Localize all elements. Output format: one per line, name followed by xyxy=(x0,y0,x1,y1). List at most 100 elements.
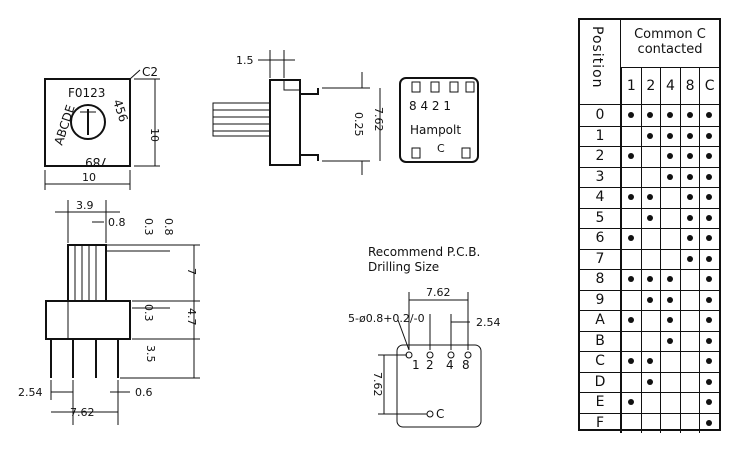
contact-dot xyxy=(667,153,673,160)
dial-body-outline xyxy=(44,78,131,167)
column-header-2: 2 xyxy=(640,68,661,105)
contact-dot xyxy=(706,112,713,119)
contact-dot xyxy=(686,112,693,119)
position-label-7: 7 xyxy=(580,248,621,269)
front-pin-width-dim: 0.6 xyxy=(135,386,153,399)
contact-dot xyxy=(647,194,654,201)
back-bit-labels: 8 4 2 1 xyxy=(409,99,451,113)
row-divider xyxy=(580,330,719,332)
position-label-d: D xyxy=(580,371,621,392)
contact-dot xyxy=(647,214,654,221)
contact-dot xyxy=(686,214,693,221)
contact-dot xyxy=(667,276,673,283)
side-height-dim: 7.62 xyxy=(372,107,385,132)
dial-chars-bottom: 789 xyxy=(85,155,108,169)
contact-dot xyxy=(706,194,713,201)
pcb-pin-label: 2 xyxy=(426,358,434,372)
contact-dot xyxy=(627,358,634,365)
contact-dot xyxy=(706,296,713,303)
row-divider xyxy=(580,187,719,188)
contact-dot xyxy=(627,399,634,406)
position-label-4: 4 xyxy=(580,187,621,208)
dial-width-dim: 10 xyxy=(82,171,96,184)
contact-dot xyxy=(706,317,713,324)
back-pin xyxy=(461,147,471,159)
row-divider xyxy=(580,166,719,168)
front-shaft-height-dim: 7 xyxy=(185,268,198,275)
contact-dot xyxy=(706,255,713,262)
back-brand: Hampolt xyxy=(410,123,461,137)
position-label-3: 3 xyxy=(580,166,621,187)
position-label-f: F xyxy=(580,412,621,433)
contact-dot xyxy=(706,173,713,180)
contact-dot xyxy=(706,276,713,283)
position-label-1: 1 xyxy=(580,125,621,146)
pcb-drilling-view: Recommend P.C.B. Drilling Size 1 2 4 8 C… xyxy=(348,245,501,428)
back-pin xyxy=(430,81,440,93)
contact-dot xyxy=(667,173,673,180)
front-pin-length-dim: 3.5 xyxy=(144,345,157,363)
row-divider xyxy=(580,412,719,414)
row-divider xyxy=(580,207,719,209)
column-header-c: C xyxy=(699,68,719,105)
contact-dot xyxy=(647,132,654,139)
pcb-span-dim: 7.62 xyxy=(426,286,451,299)
contact-dot xyxy=(686,194,693,201)
back-view: 8 4 2 1 Hampolt C xyxy=(399,77,479,163)
row-divider xyxy=(580,289,719,291)
position-label-0: 0 xyxy=(580,105,621,126)
side-pin-bottom xyxy=(300,154,319,161)
contact-dot xyxy=(647,358,654,365)
contact-dot xyxy=(706,419,713,426)
pcb-common-label: C xyxy=(436,407,444,421)
contact-dot xyxy=(647,378,654,385)
side-top-dim: 1.5 xyxy=(236,54,254,67)
front-gap-b-dim: 0.8 xyxy=(162,218,175,236)
front-shaft-width-dim: 3.9 xyxy=(76,199,94,212)
contact-dot xyxy=(627,276,634,283)
position-label-b: B xyxy=(580,330,621,351)
contact-dot xyxy=(647,112,654,119)
side-body xyxy=(269,79,301,166)
pcb-title-line1: Recommend P.C.B. xyxy=(368,245,480,259)
contact-dot xyxy=(706,153,713,160)
contact-dot xyxy=(706,214,713,221)
row-divider xyxy=(580,310,719,311)
back-pin xyxy=(411,81,421,93)
position-header: Position xyxy=(589,26,605,89)
front-body xyxy=(45,300,131,340)
chamfer-leader xyxy=(129,69,141,80)
contact-dot xyxy=(667,296,673,303)
column-header-4: 4 xyxy=(660,68,680,105)
contact-dot xyxy=(627,317,634,324)
contact-dot xyxy=(706,132,713,139)
dial-top-view: C2 F0123 456 789 ABCDE 10 10 xyxy=(44,65,161,190)
position-label-e: E xyxy=(580,392,621,413)
pcb-pin-label: 8 xyxy=(462,358,470,372)
row-divider xyxy=(580,269,719,270)
pcb-hole-leader xyxy=(397,319,410,351)
dial-knob xyxy=(70,104,106,140)
dial-chars-top: F0123 xyxy=(68,86,105,100)
position-label-a: A xyxy=(580,310,621,331)
dial-chars-right: 456 xyxy=(110,98,130,124)
contact-dot xyxy=(667,112,673,119)
back-pin xyxy=(465,81,475,93)
chamfer-label: C2 xyxy=(142,65,158,79)
side-pin-gap-dim: 0.25 xyxy=(352,112,365,137)
pcb-hole xyxy=(464,351,472,359)
side-pin-top xyxy=(300,88,319,95)
pcb-outline xyxy=(396,344,482,428)
contact-dot xyxy=(667,132,673,139)
row-divider xyxy=(580,228,719,229)
contact-dot xyxy=(627,153,634,160)
position-label-6: 6 xyxy=(580,228,621,249)
side-cap xyxy=(283,79,301,91)
contact-header-line1: Common C xyxy=(634,27,706,42)
contact-dot xyxy=(706,399,713,406)
contact-header-line2: contacted xyxy=(637,42,703,57)
side-view: 1.5 0.25 7.62 xyxy=(212,50,385,175)
contact-dot xyxy=(686,132,693,139)
row-divider xyxy=(580,146,719,147)
